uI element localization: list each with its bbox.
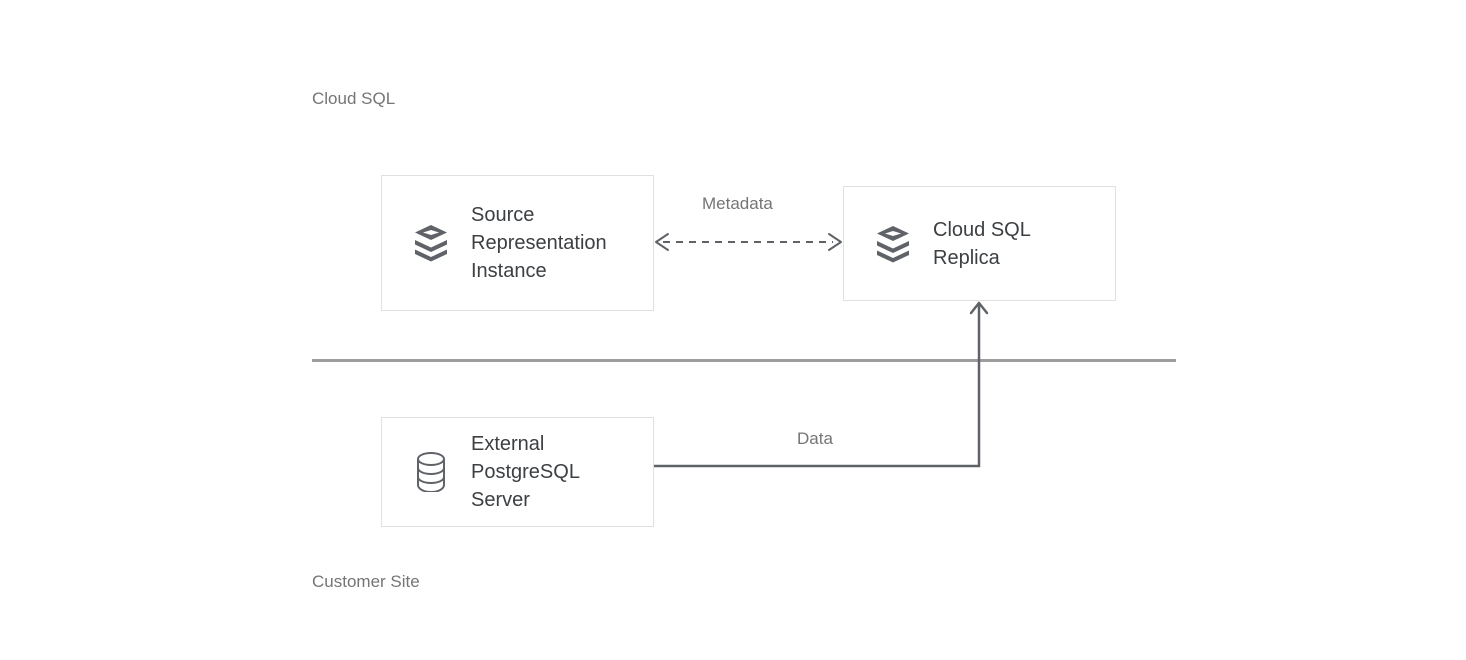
zone-label-cloud-sql: Cloud SQL — [312, 89, 396, 108]
zone-boundary-divider — [312, 359, 1176, 362]
node-external-postgresql-server[interactable]: External PostgreSQL Server — [381, 417, 654, 527]
edge-label-metadata: Metadata — [702, 194, 773, 213]
node-label-external-postgresql-server: External PostgreSQL Server — [471, 433, 580, 511]
node-cloud-sql-replica[interactable]: Cloud SQL Replica — [843, 186, 1116, 301]
metadata-edge — [655, 233, 842, 251]
edge-label-data: Data — [797, 429, 833, 448]
database-cylinder-icon — [411, 450, 451, 494]
node-label-source-representation-instance: Source Representation Instance — [471, 204, 607, 282]
database-stack-icon — [411, 221, 451, 265]
zone-label-customer-site: Customer Site — [312, 572, 420, 591]
node-source-representation-instance[interactable]: Source Representation Instance — [381, 175, 654, 311]
database-stack-icon — [873, 222, 913, 266]
node-label-cloud-sql-replica: Cloud SQL Replica — [933, 218, 1031, 269]
